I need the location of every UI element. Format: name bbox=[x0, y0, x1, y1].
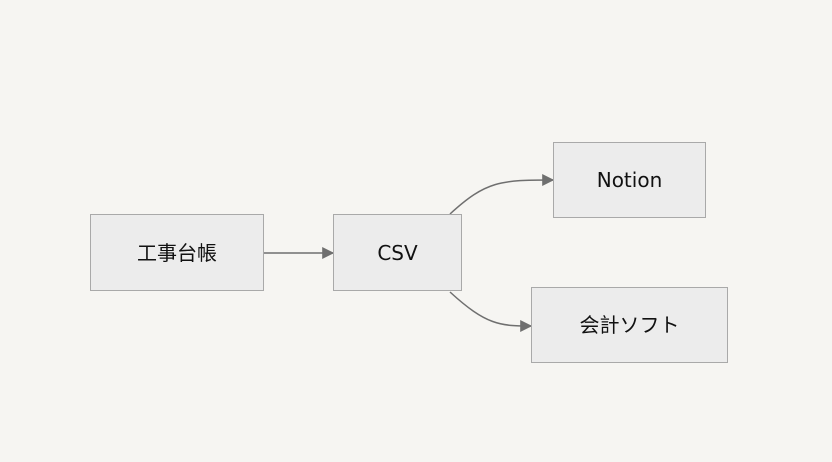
edge-csv-to-notion bbox=[449, 174, 555, 215]
node-csv-label: CSV bbox=[377, 240, 418, 265]
node-csv[interactable]: CSV bbox=[333, 214, 462, 291]
edge-csv-to-accounting bbox=[449, 291, 533, 332]
node-accounting-software-label: 会計ソフト bbox=[579, 313, 680, 337]
node-notion-label: Notion bbox=[596, 168, 663, 192]
node-accounting-software[interactable]: 会計ソフト bbox=[531, 287, 728, 363]
node-ledger[interactable]: 工事台帳 bbox=[90, 214, 264, 291]
node-notion[interactable]: Notion bbox=[553, 142, 706, 218]
node-ledger-label: 工事台帳 bbox=[137, 240, 217, 265]
